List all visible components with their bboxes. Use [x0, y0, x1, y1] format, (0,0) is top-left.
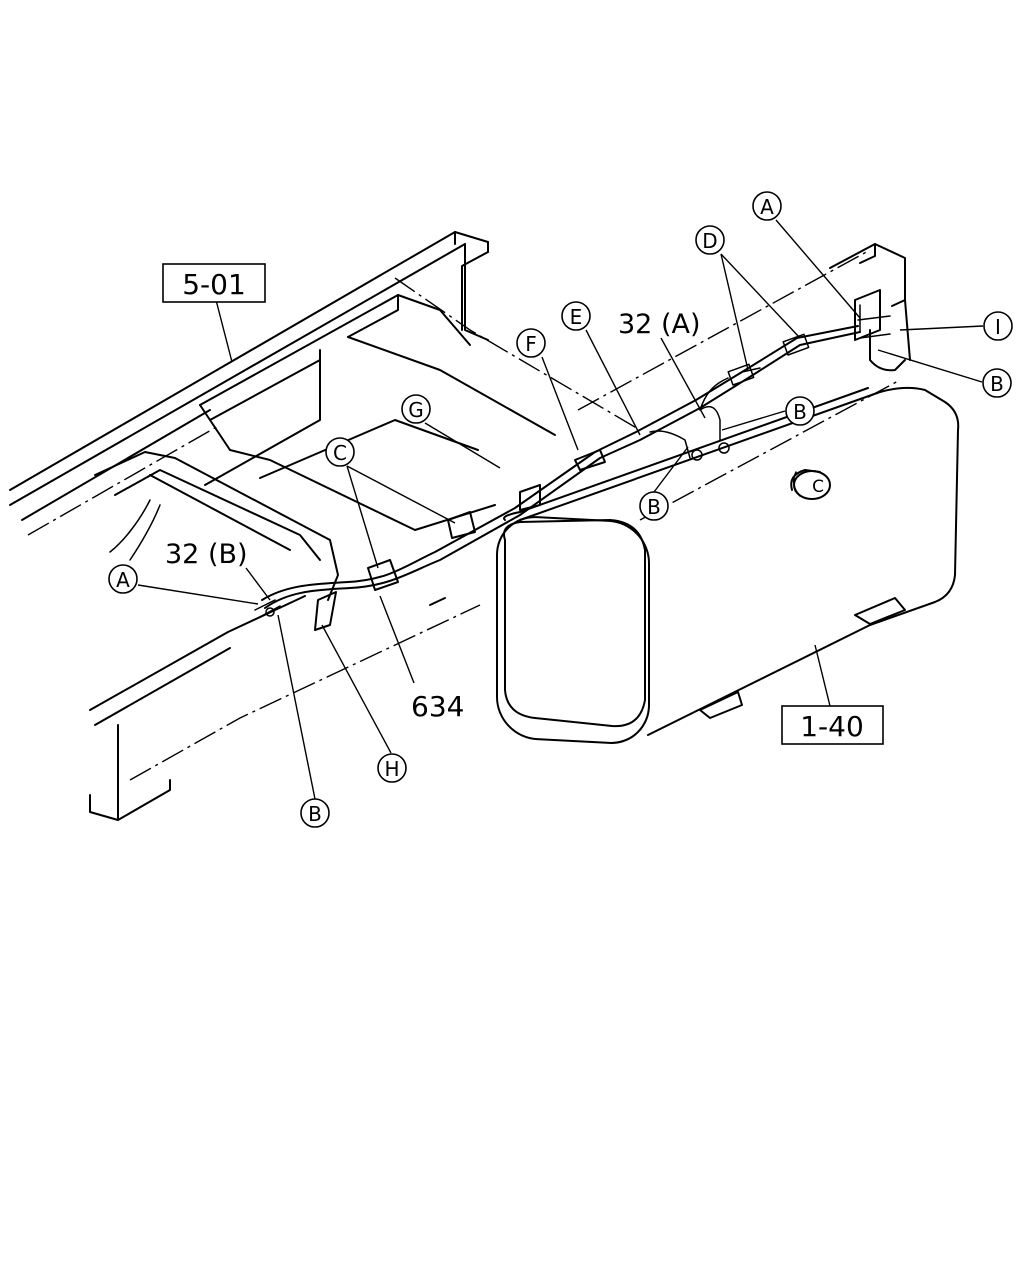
callout-b-mid-right: B — [785, 396, 815, 426]
tank-reference-box: 1-40 — [781, 705, 884, 745]
leader-lines — [137, 219, 984, 800]
callout-g: G — [401, 394, 431, 424]
svg-text:I: I — [995, 315, 1001, 339]
fuel-pipes — [254, 315, 891, 631]
callout-h: H — [377, 753, 407, 783]
callout-b-right: B — [982, 368, 1012, 398]
callout-i: I — [983, 311, 1013, 341]
svg-text:A: A — [760, 195, 774, 219]
svg-text:F: F — [525, 332, 537, 356]
svg-text:B: B — [647, 495, 661, 519]
callout-a-left: A — [108, 564, 138, 594]
frame-reference-label: 5-01 — [182, 268, 246, 301]
part-label-32b: 32 (B) — [165, 539, 248, 570]
callout-c-filler-cap: C — [812, 477, 824, 497]
svg-text:D: D — [702, 229, 717, 253]
svg-text:B: B — [990, 372, 1004, 396]
frame-reference-box: 5-01 — [162, 263, 266, 303]
svg-text:C: C — [333, 441, 347, 465]
svg-text:C: C — [812, 477, 824, 497]
svg-text:H: H — [384, 757, 399, 781]
fuel-tank — [496, 289, 960, 744]
svg-text:G: G — [408, 398, 424, 422]
svg-text:A: A — [116, 568, 130, 592]
callout-a-top: A — [752, 191, 782, 221]
svg-text:B: B — [308, 802, 322, 826]
callout-b-mid: B — [639, 491, 669, 521]
callout-b-bottom: B — [300, 798, 330, 828]
svg-text:E: E — [570, 305, 583, 329]
part-label-32a: 32 (A) — [618, 309, 700, 340]
callout-f: F — [516, 328, 546, 358]
callout-d: D — [695, 225, 725, 255]
callout-e: E — [561, 301, 591, 331]
callout-c: C — [325, 437, 355, 467]
chassis-frame — [9, 231, 911, 821]
part-label-634: 634 — [411, 690, 464, 723]
svg-text:B: B — [793, 400, 807, 424]
tank-reference-label: 1-40 — [800, 710, 864, 743]
